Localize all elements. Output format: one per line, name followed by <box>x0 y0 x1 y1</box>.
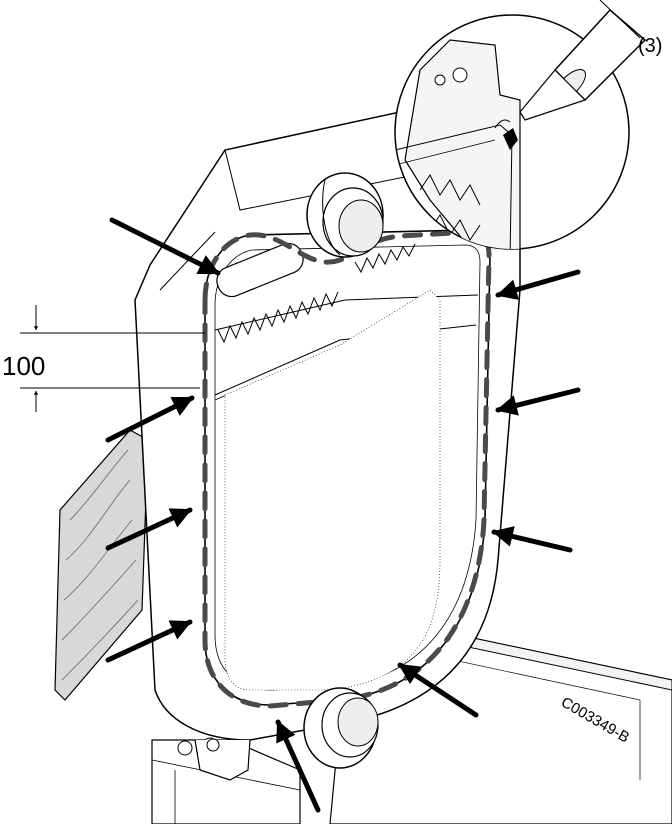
dimension-label: 100 <box>2 351 45 381</box>
dimension-100: 100 <box>2 305 205 412</box>
arrow-icon <box>275 719 321 813</box>
wood-board <box>54 429 149 701</box>
arrow-icon <box>397 662 479 718</box>
arrow-icon <box>495 387 581 416</box>
bottom-connection <box>303 687 379 769</box>
top-connection <box>306 172 384 258</box>
callout-label: (3) <box>638 35 662 57</box>
sealant-tube-icon <box>519 0 647 121</box>
sealant-bead <box>202 229 492 709</box>
arrow-icon <box>491 526 573 553</box>
arrow-icon <box>105 507 193 551</box>
arrow-icon <box>105 395 195 443</box>
pointer-arrows <box>105 217 581 813</box>
section-face <box>204 229 491 706</box>
arrow-icon <box>495 269 581 300</box>
arrow-icon <box>109 217 221 276</box>
arrow-icon <box>105 619 193 663</box>
